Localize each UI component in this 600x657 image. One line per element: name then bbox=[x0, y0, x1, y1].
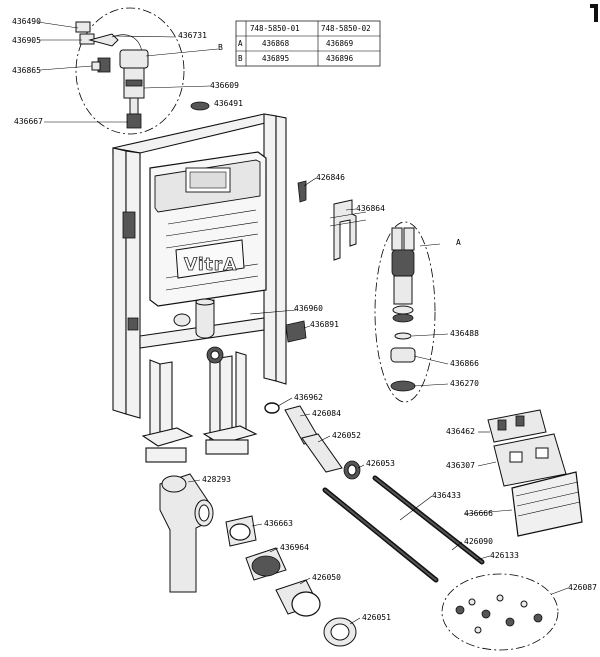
small-parts-outline bbox=[441, 573, 559, 651]
small-parts-detail bbox=[441, 573, 559, 651]
installation-frame bbox=[112, 113, 287, 463]
callout-436609: 436609 bbox=[210, 81, 239, 90]
callout-436270: 436270 bbox=[450, 379, 479, 388]
table-row-a-key: A bbox=[238, 39, 243, 48]
callout-426051: 426051 bbox=[362, 613, 391, 622]
table-row-b-v2: 436896 bbox=[326, 54, 354, 63]
callout-436307: 436307 bbox=[446, 461, 475, 470]
variant-table: 748-5850-01 748-5850-02 A 436868 436869 … bbox=[235, 20, 381, 67]
detail-b-outline bbox=[75, 7, 185, 135]
connecting-rods bbox=[322, 475, 485, 583]
callout-426050: 426050 bbox=[312, 573, 341, 582]
callout-426090: 426090 bbox=[464, 537, 493, 546]
callout-436663: 436663 bbox=[264, 519, 293, 528]
callout-426084: 426084 bbox=[312, 409, 341, 418]
callout-b: B bbox=[218, 43, 223, 52]
table-header-col1: 748-5850-01 bbox=[250, 24, 300, 33]
table-row-b-key: B bbox=[238, 54, 243, 63]
callout-436866: 436866 bbox=[450, 359, 479, 368]
callout-436962: 436962 bbox=[294, 393, 323, 402]
callout-436667: 436667 bbox=[14, 117, 43, 126]
part-436891 bbox=[285, 320, 307, 343]
callout-labels: 436490 436905 436731 B 436865 436609 436… bbox=[12, 17, 597, 622]
table-row-a-v2: 436869 bbox=[326, 39, 353, 48]
bracket-parts bbox=[285, 180, 367, 343]
callout-436905: 436905 bbox=[12, 36, 41, 45]
callout-436964: 436964 bbox=[280, 543, 309, 552]
callout-428293: 428293 bbox=[202, 475, 231, 484]
callout-436491: 436491 bbox=[214, 99, 243, 108]
callout-426846: 426846 bbox=[316, 173, 345, 182]
table-row-b-v1: 436895 bbox=[262, 54, 289, 63]
detail-a-flush-valve bbox=[374, 221, 436, 403]
part-436491 bbox=[190, 101, 210, 111]
callout-436731: 436731 bbox=[178, 31, 207, 40]
drain-parts bbox=[159, 473, 357, 647]
callout-436666: 436666 bbox=[464, 509, 493, 518]
callout-436891: 436891 bbox=[310, 320, 339, 329]
detail-a-outline bbox=[374, 221, 436, 403]
callout-426052: 426052 bbox=[332, 431, 361, 440]
callout-436865: 436865 bbox=[12, 66, 41, 75]
cistern: VitrA bbox=[149, 151, 267, 339]
callout-436960: 436960 bbox=[294, 304, 323, 313]
callout-426133: 426133 bbox=[490, 551, 519, 560]
detail-b-valve bbox=[75, 7, 185, 135]
callout-426087: 426087 bbox=[568, 583, 597, 592]
flush-pipe-parts bbox=[264, 402, 361, 480]
table-row-a-v1: 436868 bbox=[262, 39, 290, 48]
callout-436490: 436490 bbox=[12, 17, 41, 26]
callout-436488: 436488 bbox=[450, 329, 479, 338]
brand-logo: VitrA bbox=[184, 255, 237, 275]
callout-426053: 426053 bbox=[366, 459, 395, 468]
flush-plate-parts bbox=[487, 409, 583, 537]
callout-436864: 436864 bbox=[356, 204, 385, 213]
callout-436462: 436462 bbox=[446, 427, 475, 436]
leader-lines bbox=[37, 21, 569, 625]
table-header-col2: 748-5850-02 bbox=[321, 24, 371, 33]
callout-a: A bbox=[456, 238, 461, 247]
callout-436433: 436433 bbox=[432, 491, 461, 500]
corner-mark bbox=[590, 4, 598, 22]
